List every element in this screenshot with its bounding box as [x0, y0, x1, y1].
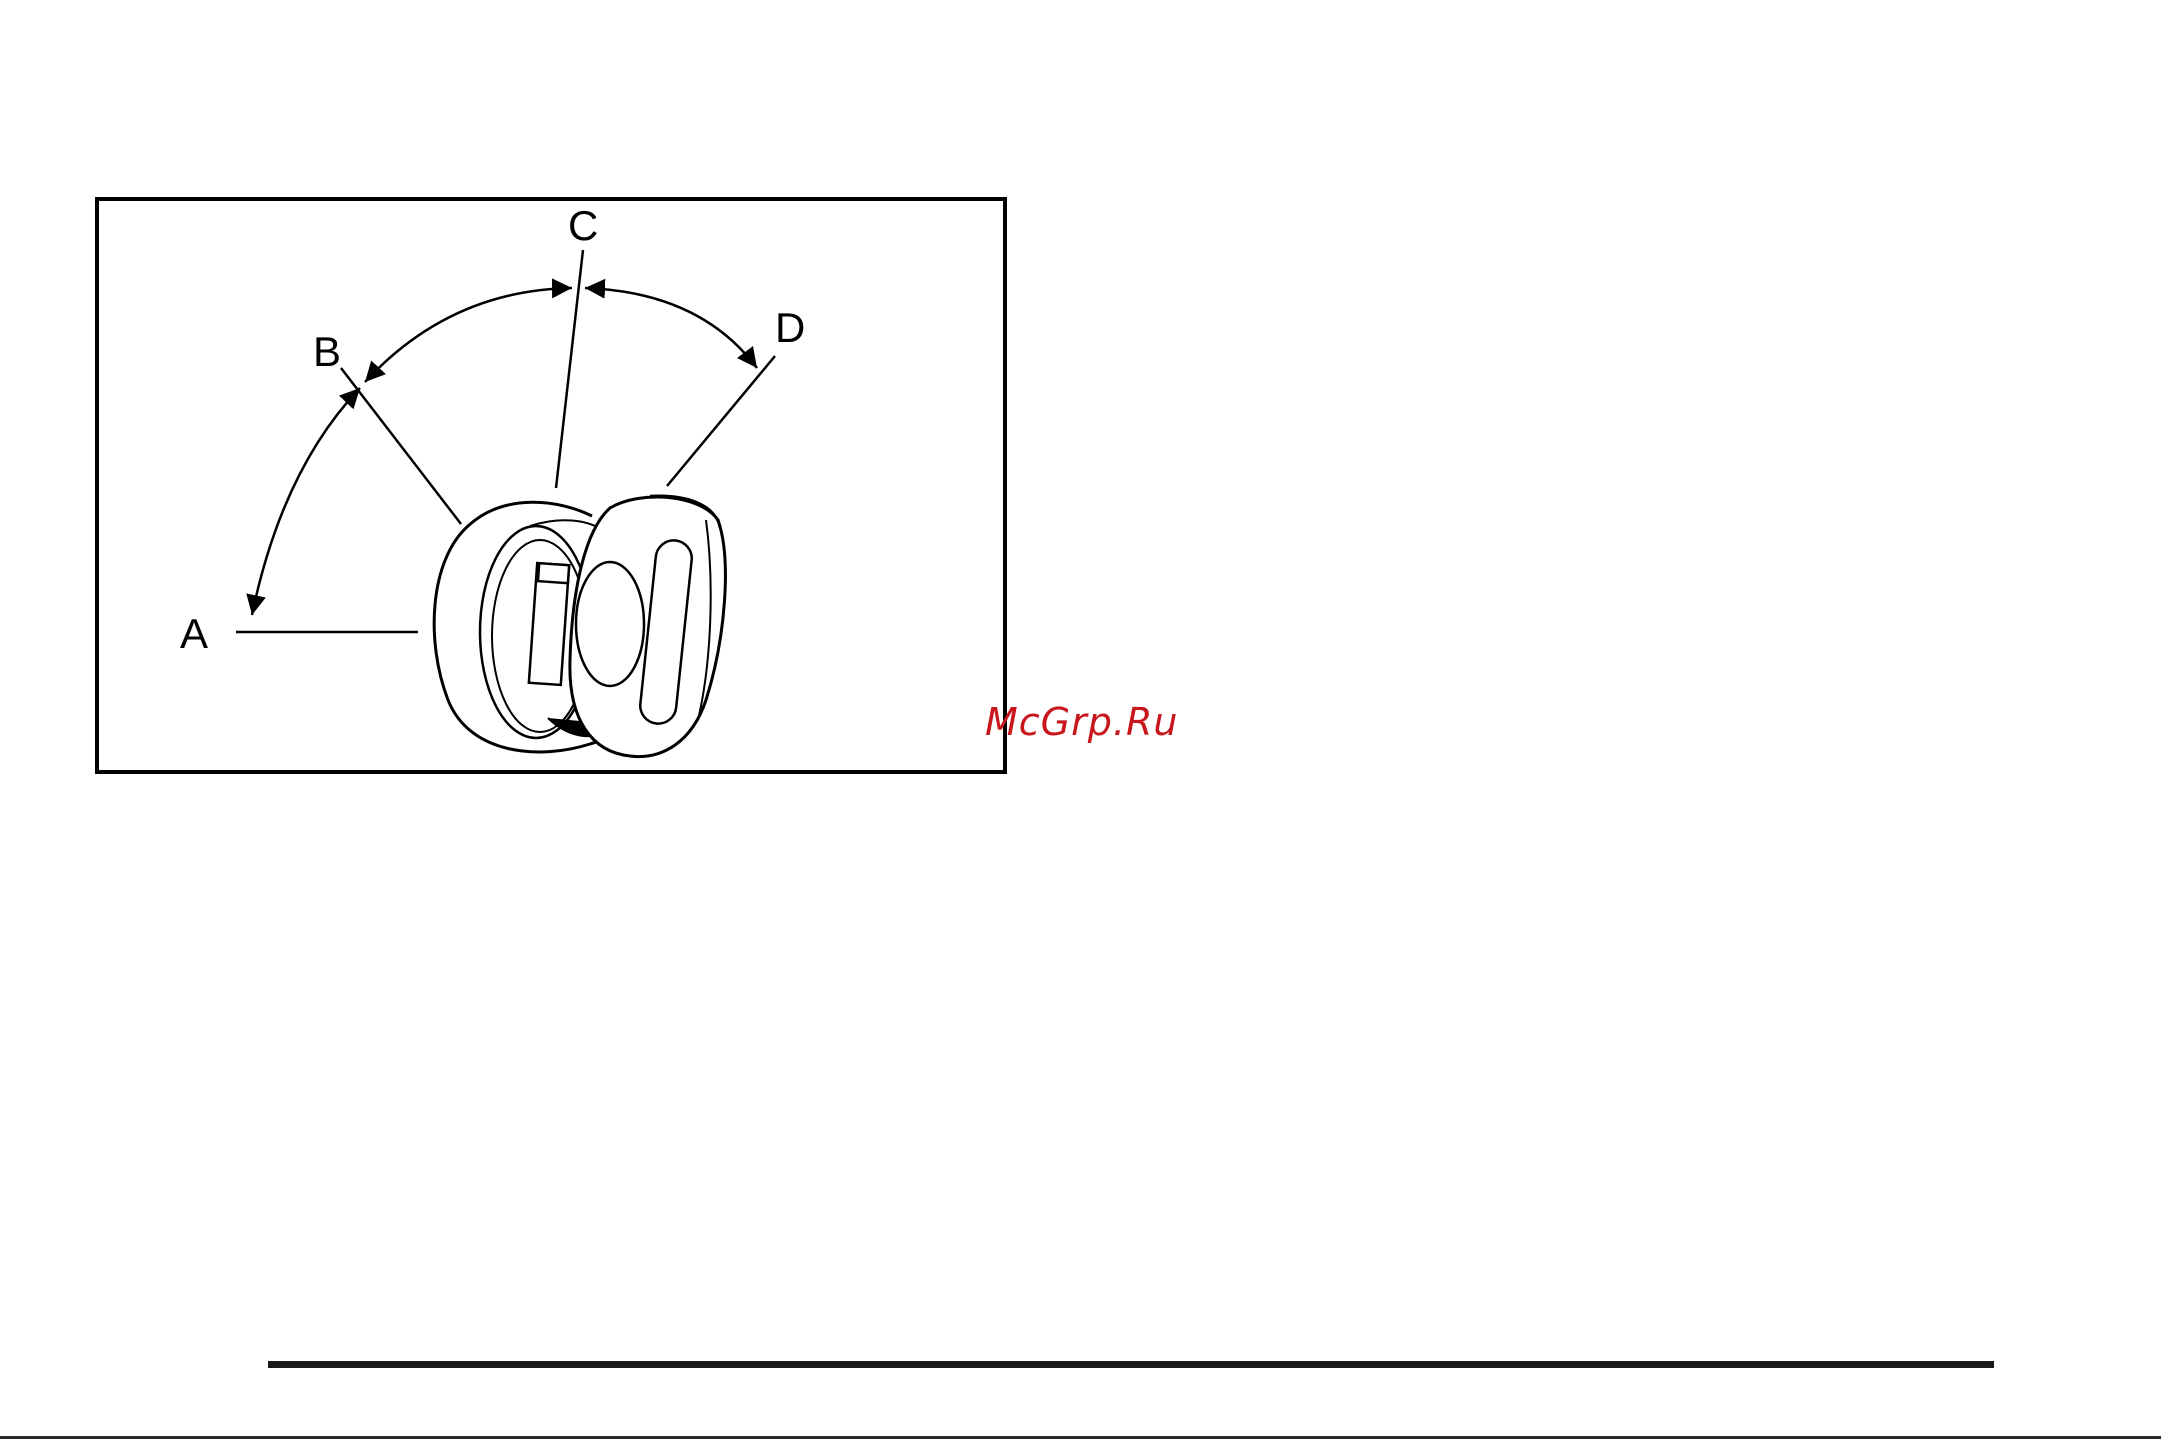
position-label-b: B: [313, 328, 341, 375]
position-label-d: D: [775, 304, 805, 351]
footer-rule: [268, 1361, 1994, 1368]
watermark-text: McGrp.Ru: [985, 700, 1178, 744]
position-label-c: C: [568, 202, 598, 249]
key-slot: [529, 563, 569, 685]
page-bottom-edge: [0, 1436, 2161, 1439]
position-label-a: A: [180, 610, 208, 657]
